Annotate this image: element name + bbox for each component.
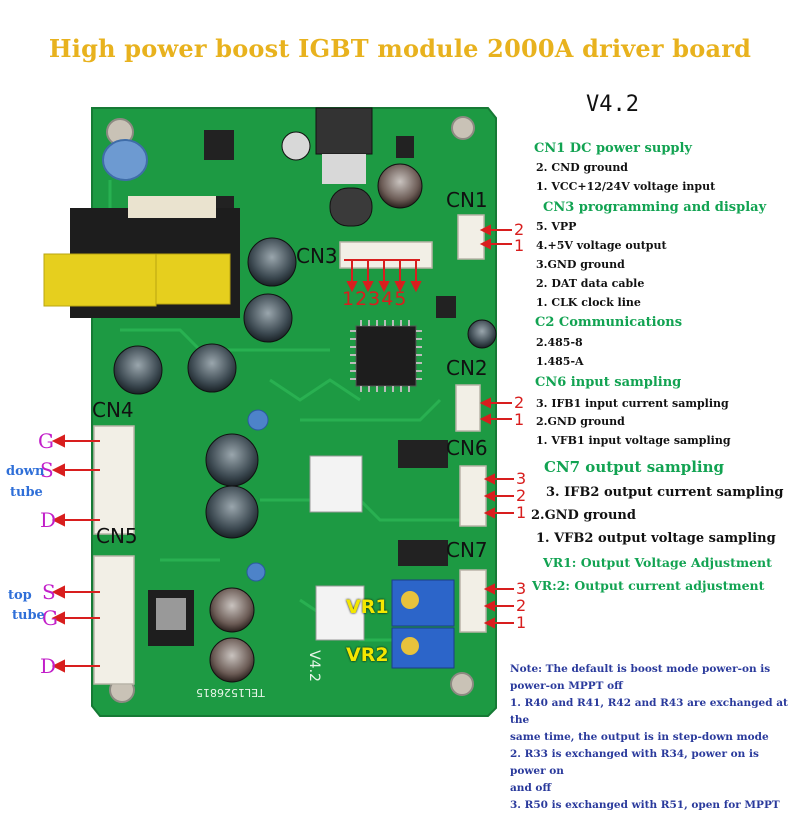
cn6-pin-2: 2 [516,486,527,505]
down-tube-word1: down [6,464,45,479]
page-title: High power boost IGBT module 2000A drive… [48,34,752,63]
top-tube-word2: tube [12,608,45,623]
vr1-board-label: VR1 [346,596,389,618]
note-line: Note: The default is boost mode power-on… [510,663,771,675]
c2-heading: C2 Communications [535,315,683,330]
cn3-pin-numbers: 12345 [342,288,408,310]
cn6-pin-1: 1 [516,503,527,522]
silk-model: TEL1526815 [196,686,265,699]
cn3-pin3-desc: 3.GND ground [536,258,625,271]
down-tube-g: G [38,429,54,453]
cn3-pin2-desc: 2. DAT data cable [536,277,645,290]
cn1-pin1-desc: 1. VCC+12/24V voltage input [536,180,716,193]
cn7-pin-1: 1 [516,613,527,632]
cn3-heading: CN3 programming and display [543,200,767,215]
note-line: same time, the output is in step-down mo… [510,731,769,743]
cn2-pin-2: 2 [514,393,525,412]
top-tube-s: S [42,580,56,604]
cn6-heading: CN6 input sampling [535,375,682,390]
cn6-pin3-desc: 3. IFB1 input current sampling [536,397,729,410]
down-tube-word2: tube [10,485,43,500]
vr2-board-label: VR2 [346,644,389,666]
silk-version: V4.2 [305,650,322,682]
cn6-pin-3: 3 [516,469,527,488]
cn1-pin2-desc: 2. CND ground [536,161,629,174]
down-tube-s: S [40,458,54,482]
cn1-heading: CN1 DC power supply [534,141,692,156]
top-tube-word1: top [8,588,32,603]
note-line: power-on MPPT off [510,680,623,692]
cn3-pin4-desc: 4.+5V voltage output [536,239,667,252]
cn7-pin3-desc: 3. IFB2 output current sampling [546,485,784,500]
cn3-pin1-desc: 1. CLK clock line [536,296,641,309]
cn2-pin-1: 1 [514,410,525,429]
cn1-pin-1: 1 [514,236,525,255]
vr2-desc: VR:2: Output current adjustment [532,578,765,593]
version-label: V4.2 [586,92,639,117]
cn1-board-label: CN1 [446,188,488,212]
cn6-board-label: CN6 [446,436,488,460]
cn1-pin-2: 2 [514,220,525,239]
cn7-pin-3: 3 [516,579,527,598]
cn3-board-label: CN3 [296,244,338,268]
cn4-board-label: CN4 [92,398,134,422]
vr1-desc: VR1: Output Voltage Adjustment [543,555,772,570]
cn7-board-label: CN7 [446,538,488,562]
note-line: and off [510,782,552,794]
top-tube-d: D [40,654,57,678]
note-line: 2. R33 is exchanged with R34, power on i… [510,748,759,777]
note-block: Note: The default is boost mode power-on… [510,661,795,814]
c2-pin2-desc: 2.485-8 [536,336,583,349]
cn7-pin1-desc: 1. VFB2 output voltage sampling [536,531,776,546]
top-tube-g: G [42,606,58,630]
down-tube-d: D [40,508,57,532]
cn7-pin-2: 2 [516,596,527,615]
cn2-board-label: CN2 [446,356,488,380]
c2-pin1-desc: 1.485-A [536,355,584,368]
cn3-pin5-desc: 5. VPP [536,220,577,233]
cn7-heading: CN7 output sampling [544,458,725,476]
cn7-pin2-desc: 2.GND ground [531,508,636,523]
note-line: 1. R40 and R41, R42 and R43 are exchange… [510,697,788,726]
cn6-pin1-desc: 1. VFB1 input voltage sampling [536,434,731,447]
cn5-board-label: CN5 [96,524,138,548]
cn6-pin2-desc: 2.GND ground [536,415,625,428]
